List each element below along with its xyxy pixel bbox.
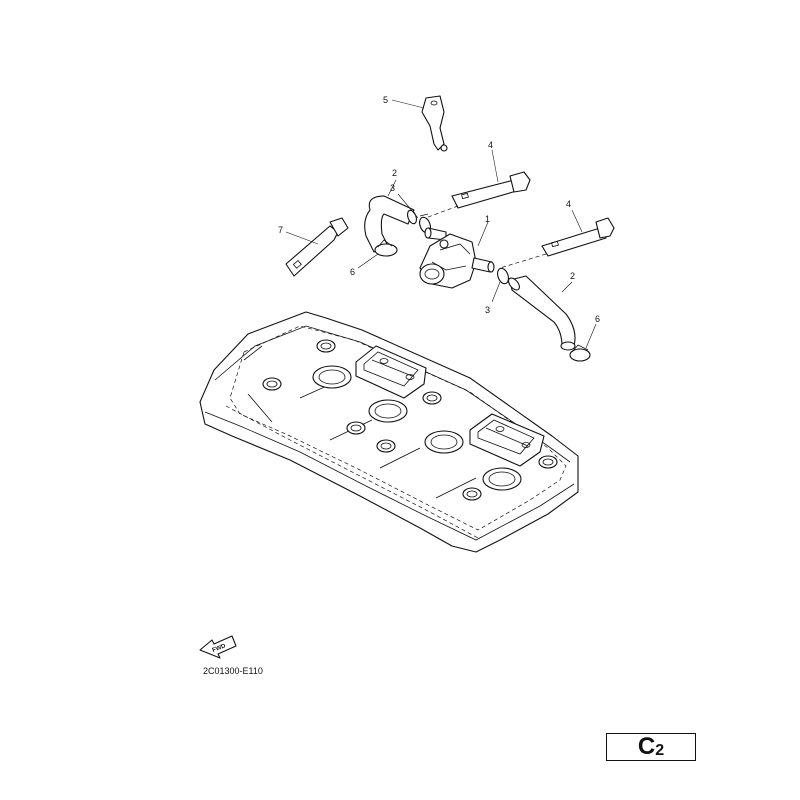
part-4-plate-upper <box>419 149 531 221</box>
callout-3-upper: 3 <box>390 183 395 193</box>
callout-6-upper: 6 <box>350 267 355 277</box>
callout-3-lower: 3 <box>485 305 490 315</box>
fwd-arrow-icon: FWD <box>199 635 237 659</box>
callout-numbers: 1 2 2 3 3 4 4 5 6 6 7 <box>278 95 600 324</box>
callout-2-lower: 2 <box>570 271 575 281</box>
callout-4-upper: 4 <box>488 140 493 150</box>
callout-4-lower: 4 <box>566 199 571 209</box>
part-5-bracket <box>391 95 448 152</box>
callout-1: 1 <box>485 214 490 224</box>
part-6-clamp-upper <box>357 239 398 269</box>
page-label-letter: C <box>637 733 656 760</box>
diagram-code: 2C01300-E110 <box>203 666 263 676</box>
fwd-label: FWD <box>212 643 228 654</box>
part-4-plate-lower <box>499 209 615 269</box>
callout-6-lower: 6 <box>595 314 600 324</box>
part-2-hose-lower <box>508 275 576 351</box>
part-3-clip-lower <box>491 267 509 303</box>
page-label-box: C 2 <box>606 733 696 761</box>
callout-2-upper: 2 <box>392 168 397 178</box>
callout-7: 7 <box>278 225 283 235</box>
page-label-number: 2 <box>655 741 665 759</box>
part-1-air-induction-valve <box>419 221 495 289</box>
callout-5: 5 <box>383 95 388 105</box>
cylinder-head-cover <box>199 311 579 553</box>
part-6-clamp-lower <box>569 323 597 362</box>
part-7-clamp-plate <box>285 217 349 277</box>
